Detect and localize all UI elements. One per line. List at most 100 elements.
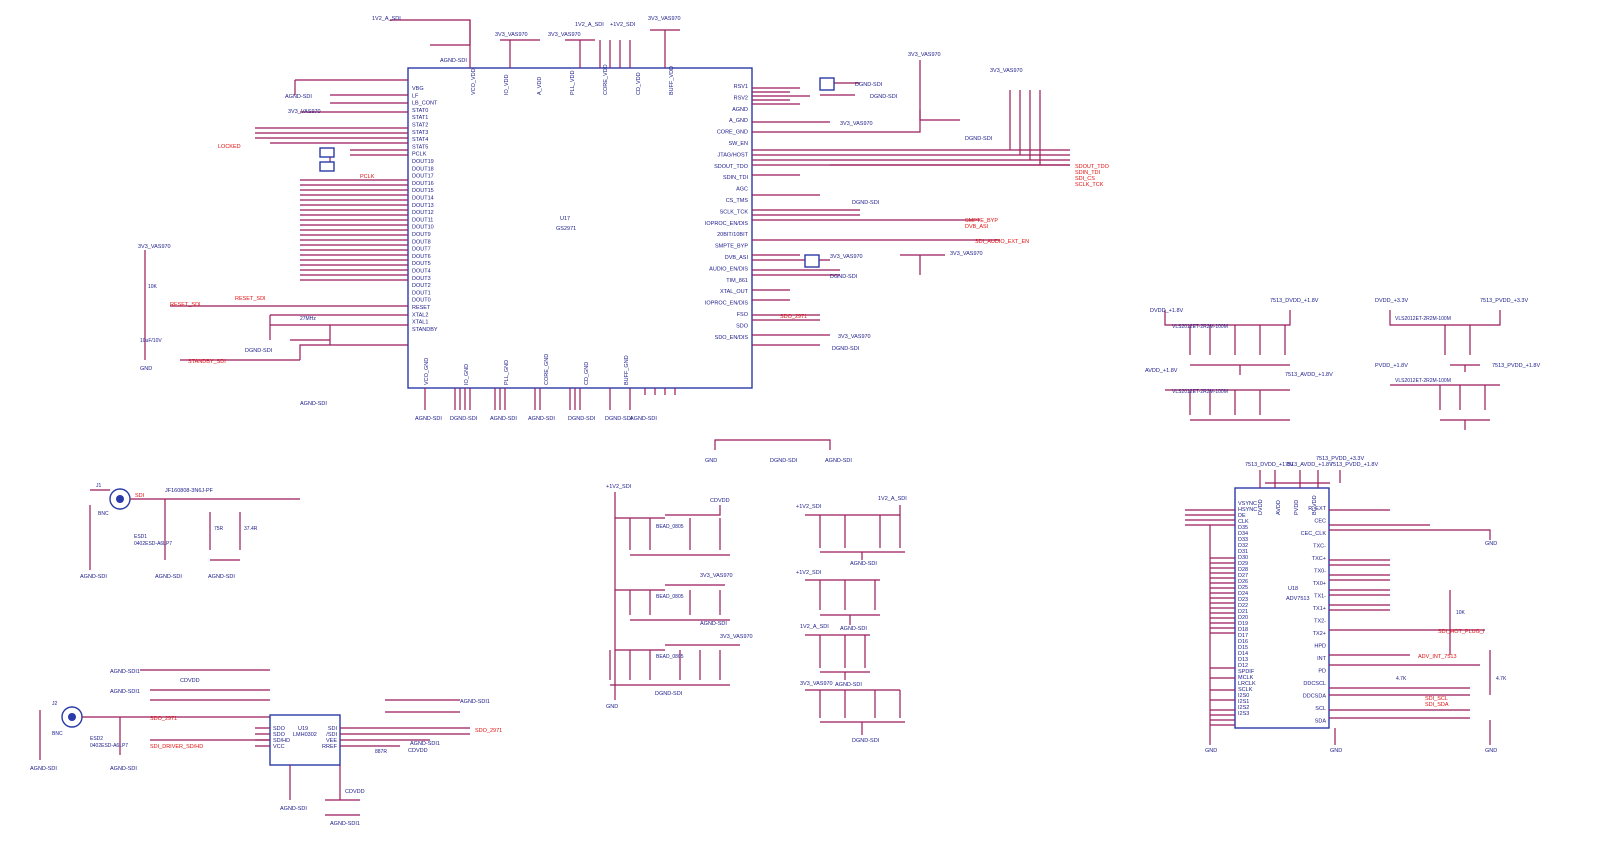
u18-left-pin-1: HSYNC xyxy=(1238,507,1257,513)
net-agnd-vbg: AGND-SDI xyxy=(285,94,312,100)
u17-top-pin-4: CORE_VDD xyxy=(603,64,609,95)
u18-left-pin-22: D17 xyxy=(1238,633,1248,639)
u17-bottom-pin-3: CORE_GND xyxy=(544,354,550,385)
rail-pvdd18: 7513_PVDD_+1.8V xyxy=(1492,363,1540,369)
net-1v2a-r1: 1V2_A_SDI xyxy=(878,496,907,502)
u17-left-pin-15: DOUT14 xyxy=(412,196,434,202)
power-block-dvdd xyxy=(1164,310,1291,421)
u17-bottom-pin-2: PLL_GND xyxy=(504,360,510,385)
bead-2: BEAD_0805 xyxy=(656,594,684,600)
u17-right-pin-11: SCLK_TCK xyxy=(720,209,749,215)
net-avdd18: AVDD_+1.8V xyxy=(1145,368,1178,374)
sig-reset-label: RESET_SDI xyxy=(235,296,266,302)
u17-top-supply xyxy=(390,19,680,68)
u17-left-pin-4: STAT1 xyxy=(412,115,428,121)
u18-left-pin-14: D25 xyxy=(1238,585,1248,591)
net-3v3-r6: 3V3_VAS970 xyxy=(838,334,871,340)
u17-right-pin-0: RSV1 xyxy=(734,84,748,90)
u17-top-pin-0: VCO_VDD xyxy=(471,68,477,95)
ferrite-3: VLS2012ET-2R2M-100M xyxy=(1395,316,1451,322)
net-dgnd-mid: DGND-SDI xyxy=(770,458,798,464)
u19-right-pin-2: VEE xyxy=(326,738,337,744)
net-dgnd-r2: DGND-SDI xyxy=(870,94,898,100)
u17-left-pin-31: XTAL2 xyxy=(412,312,428,318)
u19-ref: U19 xyxy=(298,726,308,732)
ferrite-1: VLS2012ET-2R2M-100M xyxy=(1172,324,1228,330)
net-agnd-b1: AGND-SDI xyxy=(415,416,442,422)
u18-left-pin-35: I2S3 xyxy=(1238,711,1249,717)
net-gnd-u18: GND xyxy=(1205,748,1217,754)
sig-cs: SDI_CS xyxy=(1075,176,1095,182)
net-dgnd-xtal: DGND-SDI xyxy=(245,348,273,354)
u18-left-pin-6: D33 xyxy=(1238,537,1248,543)
u17-bottom-pin-0: VCO_GND xyxy=(424,358,430,385)
tp4 xyxy=(319,161,335,172)
u17-right-pins: RSV1RSV2AGNDA_GNDCORE_GNDSW_ENJTAG/HOSTS… xyxy=(705,84,749,341)
u17-right-pin-22: SDO_EN/DIS xyxy=(715,335,749,341)
net-gnd-cec: GND xyxy=(1485,541,1497,547)
u18-left-pin-0: VSYNC xyxy=(1238,501,1257,507)
u17-bottom-pin-1: IO_GND xyxy=(464,364,470,385)
u18-right-pin-10: TX2+ xyxy=(1313,631,1326,637)
esd2-part: 0402ESD-A6LP7 xyxy=(90,743,128,749)
net-vcc-drv: CDVDD xyxy=(180,678,200,684)
u18-left-pin-12: D27 xyxy=(1238,573,1248,579)
u17-left-pin-23: DOUT6 xyxy=(412,254,431,260)
j2-type: BNC xyxy=(52,731,63,737)
u17-top-pin-1: IO_VDD xyxy=(504,74,510,95)
net-agnd-esd1: AGND-SDI xyxy=(155,574,182,580)
u17-bottom-pin-4: CD_GND xyxy=(584,362,590,385)
net-3v3-top2: 3V3_VAS970 xyxy=(548,32,581,38)
net-agnd-standby: AGND-SDI xyxy=(300,401,327,407)
u18-right-pin-5: TX0- xyxy=(1314,569,1326,575)
u17-right-pin-8: SDIN_TDI xyxy=(723,175,749,181)
j2-ref: J2 xyxy=(52,701,58,707)
net-3v3-r5: 3V3_VAS970 xyxy=(830,254,863,260)
u18-left-pin-5: D34 xyxy=(1238,531,1248,537)
u17-left-pins: VBGLFLB_CONTSTAT0STAT1STAT2STAT3STAT4STA… xyxy=(412,86,438,333)
u17-right-wires xyxy=(752,60,1070,346)
u18-r47k-2: 4.7K xyxy=(1496,676,1507,682)
u18-left-pin-21: D18 xyxy=(1238,627,1248,633)
u17-right-pin-13: 20BIT/10BIT xyxy=(717,232,749,238)
net-gnd-drv4: AGND-SDI1 xyxy=(410,741,440,747)
sig-sdi-driver: SDI_DRIVER_SD/HD xyxy=(150,744,203,750)
u18-left-pin-23: D16 xyxy=(1238,639,1248,645)
net-agnd-j2: AGND-SDI xyxy=(30,766,57,772)
net-dvdd18: DVDD_+1.8V xyxy=(1150,308,1184,314)
net-agnd-b4: AGND-SDI xyxy=(528,416,555,422)
sig-pclk: PCLK xyxy=(360,174,375,180)
net-agnd-r9: AGND-SDI xyxy=(835,682,862,688)
u18-left-pin-25: D14 xyxy=(1238,651,1248,657)
u18-left-pin-34: I2S2 xyxy=(1238,705,1249,711)
u17-left-pin-3: STAT0 xyxy=(412,108,428,114)
u17-left-pin-27: DOUT2 xyxy=(412,283,431,289)
sig-hdmi-scl: SDI_SCL xyxy=(1425,696,1448,702)
u17-right-pin-9: AGC xyxy=(736,187,748,193)
u18-left-pin-26: D13 xyxy=(1238,657,1248,663)
u17-right-pin-4: CORE_GND xyxy=(717,130,748,136)
u18-left-pin-17: D22 xyxy=(1238,603,1248,609)
net-pvdd18: PVDD_+1.8V xyxy=(1375,363,1408,369)
ferrite-2: VLS2012ET-2R2M-100M xyxy=(1172,389,1228,395)
u17-left-pin-25: DOUT4 xyxy=(412,269,431,275)
rail-avdd: 7513_AVDD_+1.8V xyxy=(1285,372,1333,378)
u17-left-pin-19: DOUT10 xyxy=(412,225,434,231)
rail-dvdd: 7513_DVDD_+1.8V xyxy=(1270,298,1319,304)
u17-chip: U17 GS2971 xyxy=(407,67,753,389)
u17-part: GS2971 xyxy=(556,226,576,232)
u18-dvdd-rail: 7513_DVDD_+1.8V xyxy=(1245,462,1294,468)
u17-right-pin-1: RSV2 xyxy=(734,95,748,101)
u18-avdd-rail: 7513_AVDD_+1.8V xyxy=(1285,462,1333,468)
net-agnd-top: AGND-SDI xyxy=(440,58,467,64)
u17-left-pin-32: XTAL1 xyxy=(412,320,428,326)
net-dgnd-r5: DGND-SDI xyxy=(830,274,858,280)
net-3v3-r7: 3V3_VAS970 xyxy=(800,681,833,687)
u18-left-pin-19: D20 xyxy=(1238,615,1248,621)
u19-left-pin-3: VCC xyxy=(273,744,285,750)
decoupling-left xyxy=(609,492,740,700)
net-vcc-dec: CDVDD xyxy=(710,498,730,504)
sig-sdo-bnc: SDO_2971 xyxy=(150,716,177,722)
